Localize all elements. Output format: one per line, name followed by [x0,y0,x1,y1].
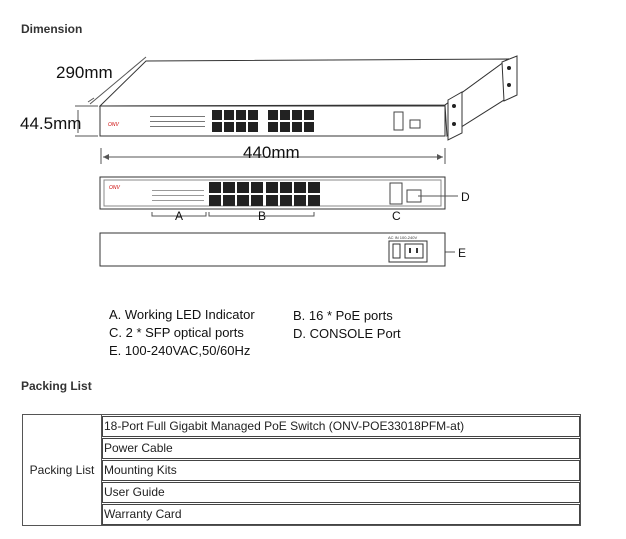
switch-front-view: ONV [99,176,446,210]
list-item: Warranty Card [102,503,580,525]
dimension-heading: Dimension [21,22,83,36]
mounting-hole-icon [452,122,456,126]
legend-a: A. Working LED Indicator [109,307,255,322]
table-row: Warranty Card [23,503,580,525]
callout-c: C [392,209,401,223]
packing-list-heading: Packing List [21,379,92,393]
logo-front: ONV [109,185,121,191]
table-row: Packing List 18-Port Full Gigabit Manage… [23,415,580,525]
packing-list-label: Packing List [23,415,102,525]
list-item: 18-Port Full Gigabit Managed PoE Switch … [102,415,580,437]
legend-e: E. 100-240VAC,50/60Hz [109,343,251,358]
width-dimension: 440mm [243,143,300,162]
legend-b: B. 16 * PoE ports [293,308,393,323]
table-row: Mounting Kits [23,459,580,481]
packing-list-table: Packing List 18-Port Full Gigabit Manage… [22,414,581,526]
power-label: AC IN 100-240V [388,235,417,240]
switch-dimension-drawing: ONV 290mm 44.5mm 440mm ONV [20,55,518,267]
mounting-hole-icon [452,104,456,108]
poe-ports [209,182,320,206]
logo-top: ONV [108,122,120,128]
callout-b: B [258,209,266,223]
table-row: User Guide [23,481,580,503]
switch-rear-view: AC IN 100-240V [99,232,446,267]
callout-e: E [458,246,466,260]
legend-c: C. 2 * SFP optical ports [109,325,244,340]
callout-d: D [461,190,470,204]
table-row: Power Cable [23,437,580,459]
list-item: Mounting Kits [102,459,580,481]
depth-dimension: 290mm [56,63,113,82]
list-item: User Guide [102,481,580,503]
legend-d: D. CONSOLE Port [293,326,401,341]
height-dimension: 44.5mm [20,114,81,133]
mounting-hole-icon [507,83,511,87]
mounting-hole-icon [507,66,511,70]
callout-a: A [175,209,183,223]
top-view-ports [212,110,314,132]
dimension-lines [75,56,446,164]
list-item: Power Cable [102,437,580,459]
power-socket-icon [404,243,424,259]
